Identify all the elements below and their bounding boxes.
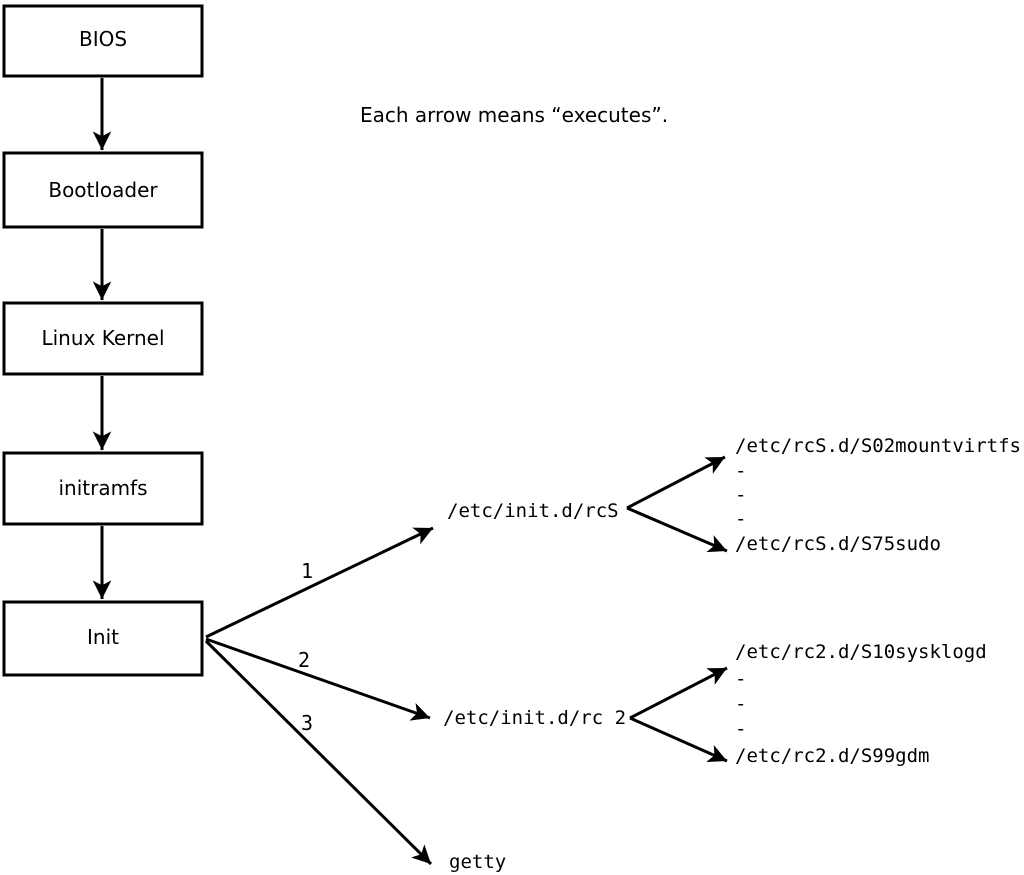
bootloader-label: Bootloader: [48, 178, 158, 202]
rc2-child-script: /etc/rc2.d/S99gdm: [735, 745, 929, 767]
rcs-child-script: /etc/rcS.d/S02mountvirtfs: [735, 435, 1021, 457]
arrow-rc2-to-s99-icon: [629, 716, 728, 763]
bios-label: BIOS: [79, 27, 127, 51]
arrow-rcs-to-s02-icon: [626, 455, 726, 510]
rcs-child-ellipsis: -: [735, 460, 746, 482]
rcs-children-fanout: /etc/rcS.d/S02mountvirtfs - - - /etc/rcS…: [626, 435, 1021, 555]
rcs-child-ellipsis: -: [735, 508, 746, 530]
diagram-note: Each arrow means “executes”.: [360, 103, 668, 127]
init-label: Init: [87, 625, 119, 649]
arrow-rcs-to-s75-icon: [626, 506, 728, 553]
rc2-child-ellipsis: -: [735, 693, 746, 715]
rc2-child-script: /etc/rc2.d/S10sysklogd: [735, 641, 987, 663]
branch-order-3: 3: [301, 711, 313, 735]
boot-chain: BIOS Bootloader Linux Kernel initramfs I…: [2, 4, 204, 677]
rc2-children-fanout: /etc/rc2.d/S10sysklogd - - - /etc/rc2.d/…: [629, 641, 987, 767]
init-fanout: 1 2 3 /etc/init.d/rcS /etc/init.d/rc 2 g…: [204, 500, 626, 873]
bios-box: [2, 4, 204, 78]
linux-kernel-box: [2, 301, 204, 376]
arrow-init-to-rcs-icon: [205, 526, 434, 639]
initramfs-label: initramfs: [58, 476, 147, 500]
linux-kernel-label: Linux Kernel: [41, 326, 164, 350]
rc2-script-label: /etc/init.d/rc 2: [443, 707, 626, 729]
rc2-child-ellipsis: -: [735, 668, 746, 690]
bootloader-box: [2, 151, 204, 229]
branch-order-1: 1: [301, 559, 313, 583]
getty-label: getty: [449, 851, 506, 873]
rcs-child-ellipsis: -: [735, 484, 746, 506]
arrow-init-to-rc2-icon: [205, 637, 431, 721]
initramfs-box: [2, 451, 204, 526]
rc2-child-ellipsis: -: [735, 718, 746, 740]
rcs-child-script: /etc/rcS.d/S75sudo: [735, 533, 941, 555]
init-box: [2, 600, 204, 677]
branch-order-2: 2: [298, 648, 310, 672]
rcs-script-label: /etc/init.d/rcS: [447, 500, 619, 522]
arrow-rc2-to-s10-icon: [629, 666, 728, 720]
arrow-init-to-getty-icon: [204, 639, 433, 866]
